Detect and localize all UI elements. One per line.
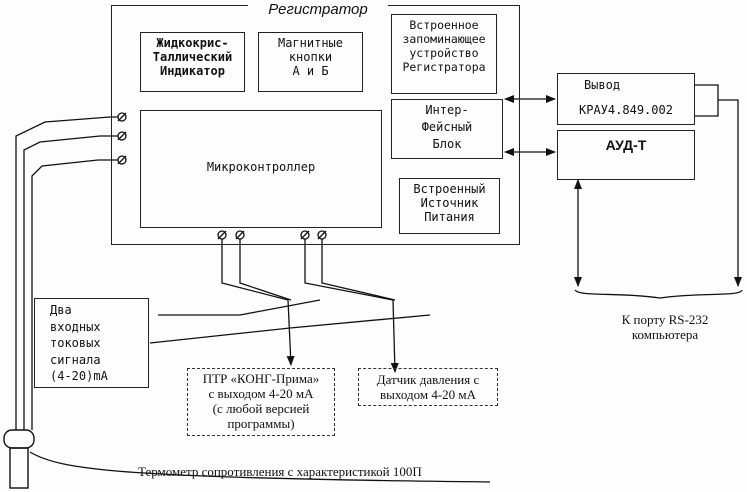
- lcd-box: [140, 32, 245, 92]
- output-line1: Вывод: [583, 78, 621, 92]
- microcontroller-label: Микроконтроллер: [206, 160, 316, 174]
- ptr-sensor-box: [187, 368, 335, 436]
- rs232-caption: К порту RS-232 компьютера: [621, 312, 709, 342]
- memory-box: [391, 14, 497, 94]
- output-line2: КРАУ4.849.002: [579, 103, 673, 117]
- current-inputs-box: [34, 298, 149, 388]
- aud-t-box: [557, 130, 695, 180]
- current-inputs-label: Два входных токовых сигнала (4-20)mA: [50, 303, 108, 383]
- magnetic-buttons-box: [258, 32, 363, 92]
- interface-label: Интер- Фейсный Блок: [421, 103, 473, 151]
- lcd-label: Жидкокрис- Таллический Индикатор: [152, 36, 233, 78]
- thermometer-probe-icon: [3, 429, 35, 489]
- ptr-sensor-label: ПТР «КОНГ-Прима» с выходом 4-20 мА (с лю…: [202, 371, 320, 431]
- microcontroller-box: [140, 110, 382, 228]
- registrar-title: Регистратор: [248, 2, 388, 17]
- memory-label: Встроенное запоминающее устройство Регис…: [402, 18, 486, 74]
- pressure-sensor-box: [358, 368, 498, 406]
- thermometer-caption: Термометр сопротивления с характеристико…: [138, 464, 422, 479]
- power-label: Встроенный Источник Питания: [413, 182, 486, 224]
- power-box: [399, 178, 500, 234]
- output-box: [557, 73, 695, 125]
- pressure-sensor-label: Датчик давления с выходом 4-20 мА: [376, 372, 480, 402]
- aud-t-label: АУД-Т: [605, 137, 647, 153]
- magnetic-buttons-label: Магнитные кнопки А и Б: [277, 36, 344, 78]
- interface-box: [391, 99, 503, 159]
